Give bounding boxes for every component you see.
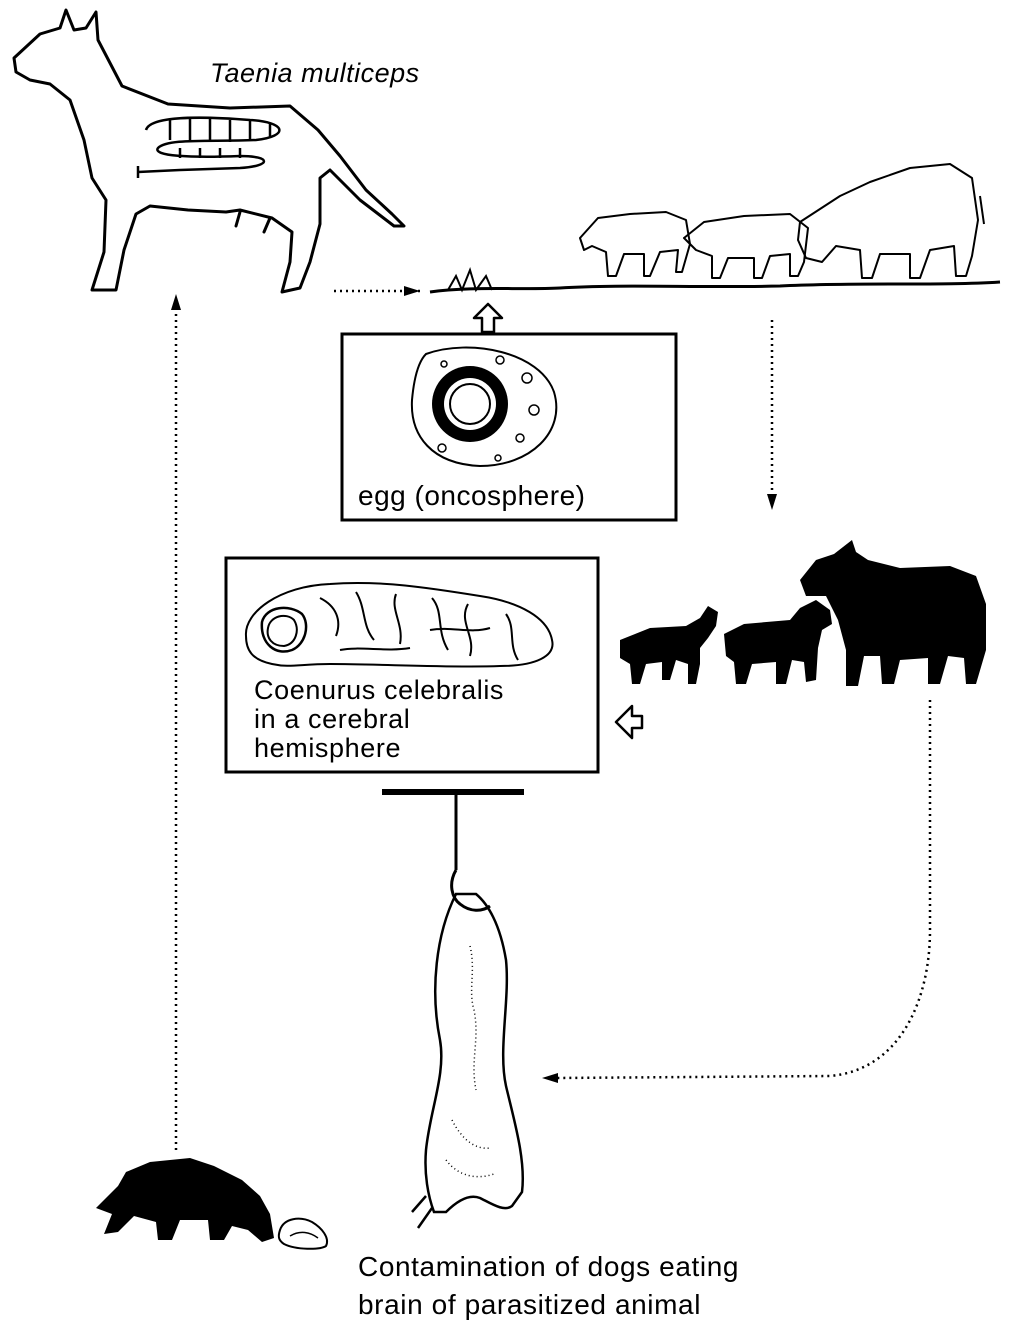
brain-icon: [246, 583, 553, 667]
egg-label: egg (oncosphere): [358, 480, 585, 512]
arrow-eating-dog-to-dog: [171, 294, 181, 1150]
diagram-title: Taenia multiceps: [210, 58, 420, 89]
caption-line: Contamination of dogs eating: [358, 1248, 739, 1286]
arrow-egg-to-ground: [474, 304, 502, 332]
ground-line: [430, 270, 1000, 292]
arrow-livestock-to-cyst: [616, 706, 642, 738]
cyst-label-line: in a cerebral: [254, 705, 594, 734]
caption: Contamination of dogs eating brain of pa…: [358, 1248, 739, 1324]
arrow-livestock-to-carcass: [542, 700, 930, 1083]
egg-icon: [412, 348, 556, 466]
arrow-sheep-to-livestock: [767, 320, 777, 510]
cyst-label: Coenurus celebralis in a cerebral hemisp…: [254, 676, 594, 763]
adult-tapeworm-icon: [138, 118, 279, 178]
arrow-ground-to-dog: [332, 286, 420, 296]
caption-line: brain of parasitized animal: [358, 1286, 739, 1324]
livestock-icon: [620, 540, 986, 686]
eating-dog-icon: [96, 1158, 327, 1249]
dog-icon: [14, 10, 404, 292]
grazing-sheep-icon: [580, 164, 984, 278]
cyst-label-line: Coenurus celebralis: [254, 676, 594, 705]
cyst-label-line: hemisphere: [254, 734, 594, 763]
carcass-icon: [382, 792, 524, 1228]
